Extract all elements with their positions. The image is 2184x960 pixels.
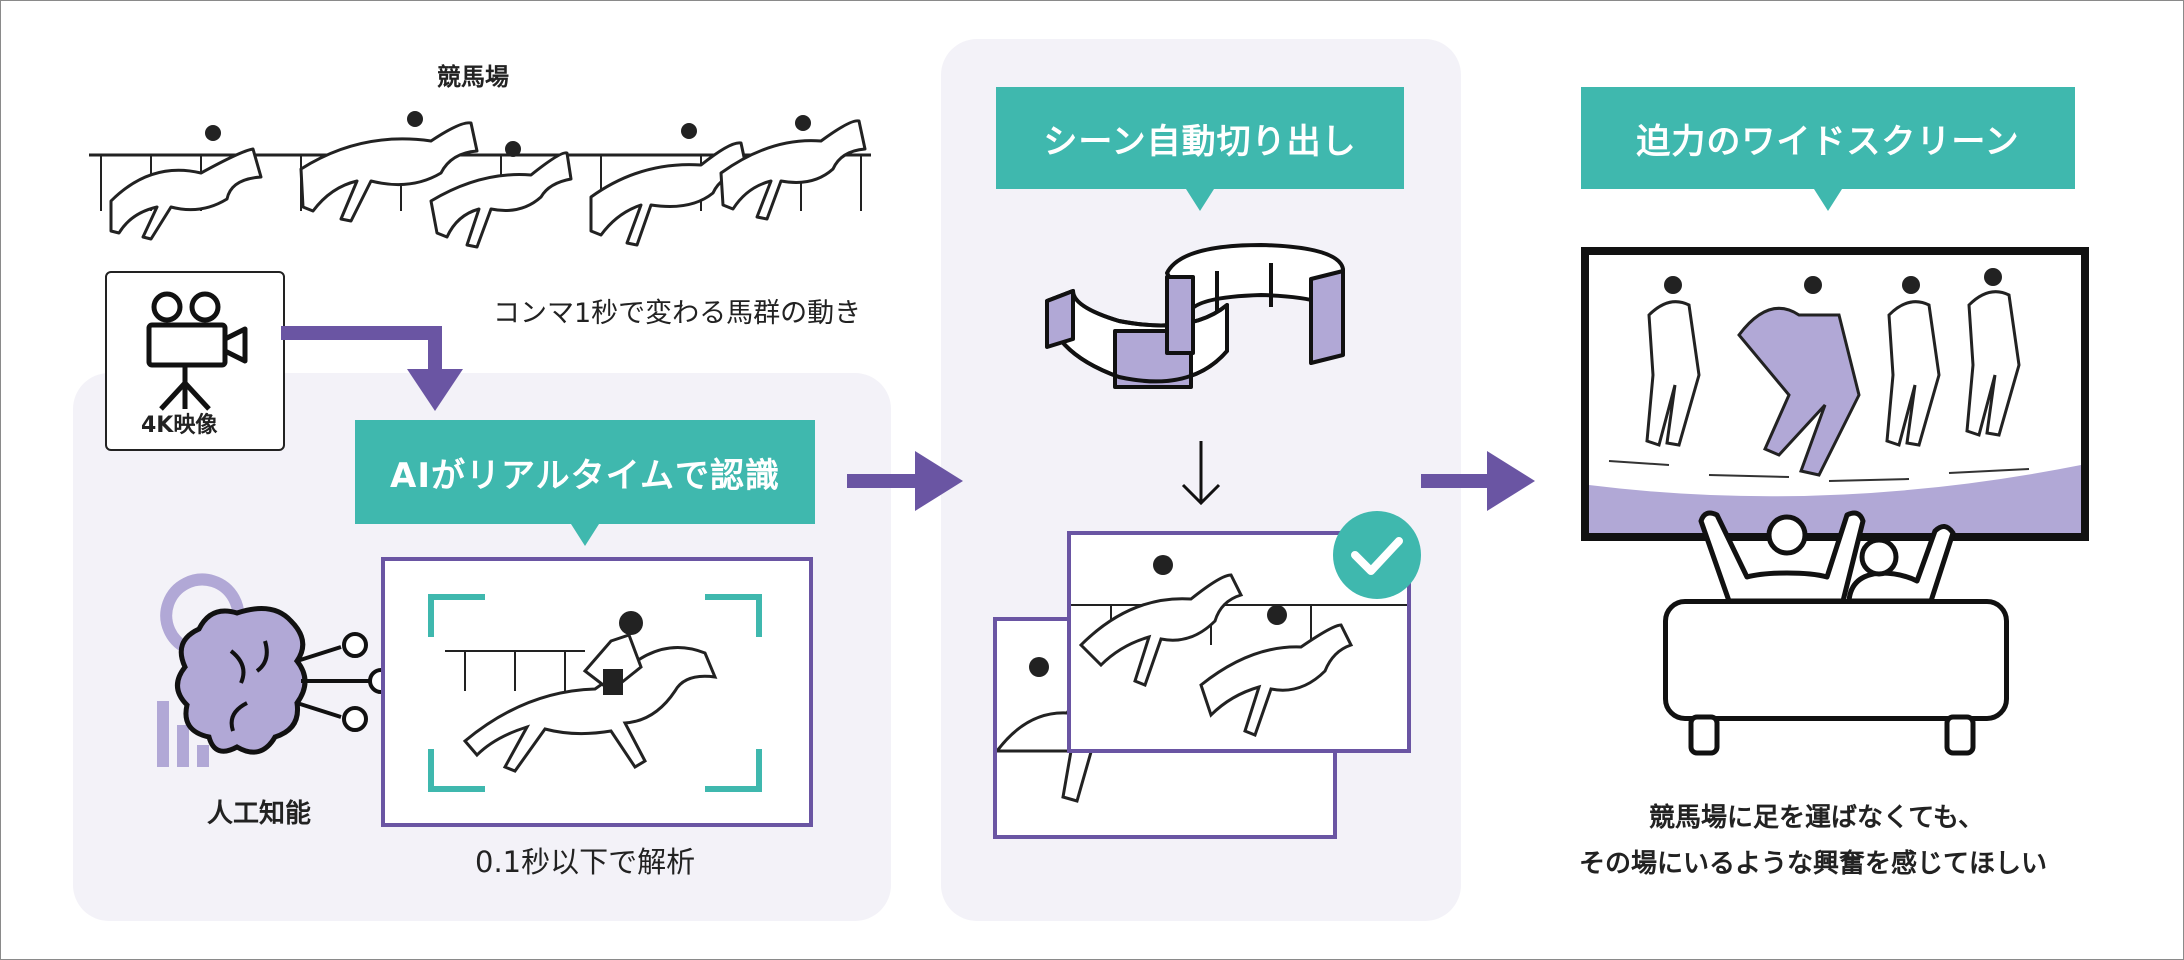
video-camera-icon bbox=[146, 291, 248, 411]
camera-box: 4K映像 bbox=[105, 271, 285, 451]
ai-label: 人工知能 bbox=[207, 799, 312, 829]
recognition-horse-illustration bbox=[428, 594, 762, 792]
widescreen-caption-line2: その場にいるような興奮を感じてほしい bbox=[1579, 849, 2048, 879]
scene-horse-illustration-front bbox=[1071, 555, 1407, 737]
camera-label: 4K映像 bbox=[141, 413, 218, 438]
scene-cut-label: シーン自動切り出し bbox=[996, 87, 1404, 211]
ai-recognition-label: AIがリアルタイムで認識 bbox=[355, 420, 815, 546]
racecourse-label: 競馬場 bbox=[437, 63, 509, 91]
recognition-frame bbox=[381, 557, 813, 827]
widescreen-tv bbox=[1581, 247, 2089, 541]
widescreen-caption-line1: 競馬場に足を運ばなくても、 bbox=[1649, 803, 1985, 833]
sofa bbox=[1663, 599, 2009, 721]
racecourse-caption: コンマ1秒で変わる馬群の動き bbox=[493, 298, 862, 329]
widescreen-label: 迫力のワイドスクリーン bbox=[1581, 87, 2075, 211]
ai-recognition-caption: 0.1秒以下で解析 bbox=[475, 845, 696, 879]
